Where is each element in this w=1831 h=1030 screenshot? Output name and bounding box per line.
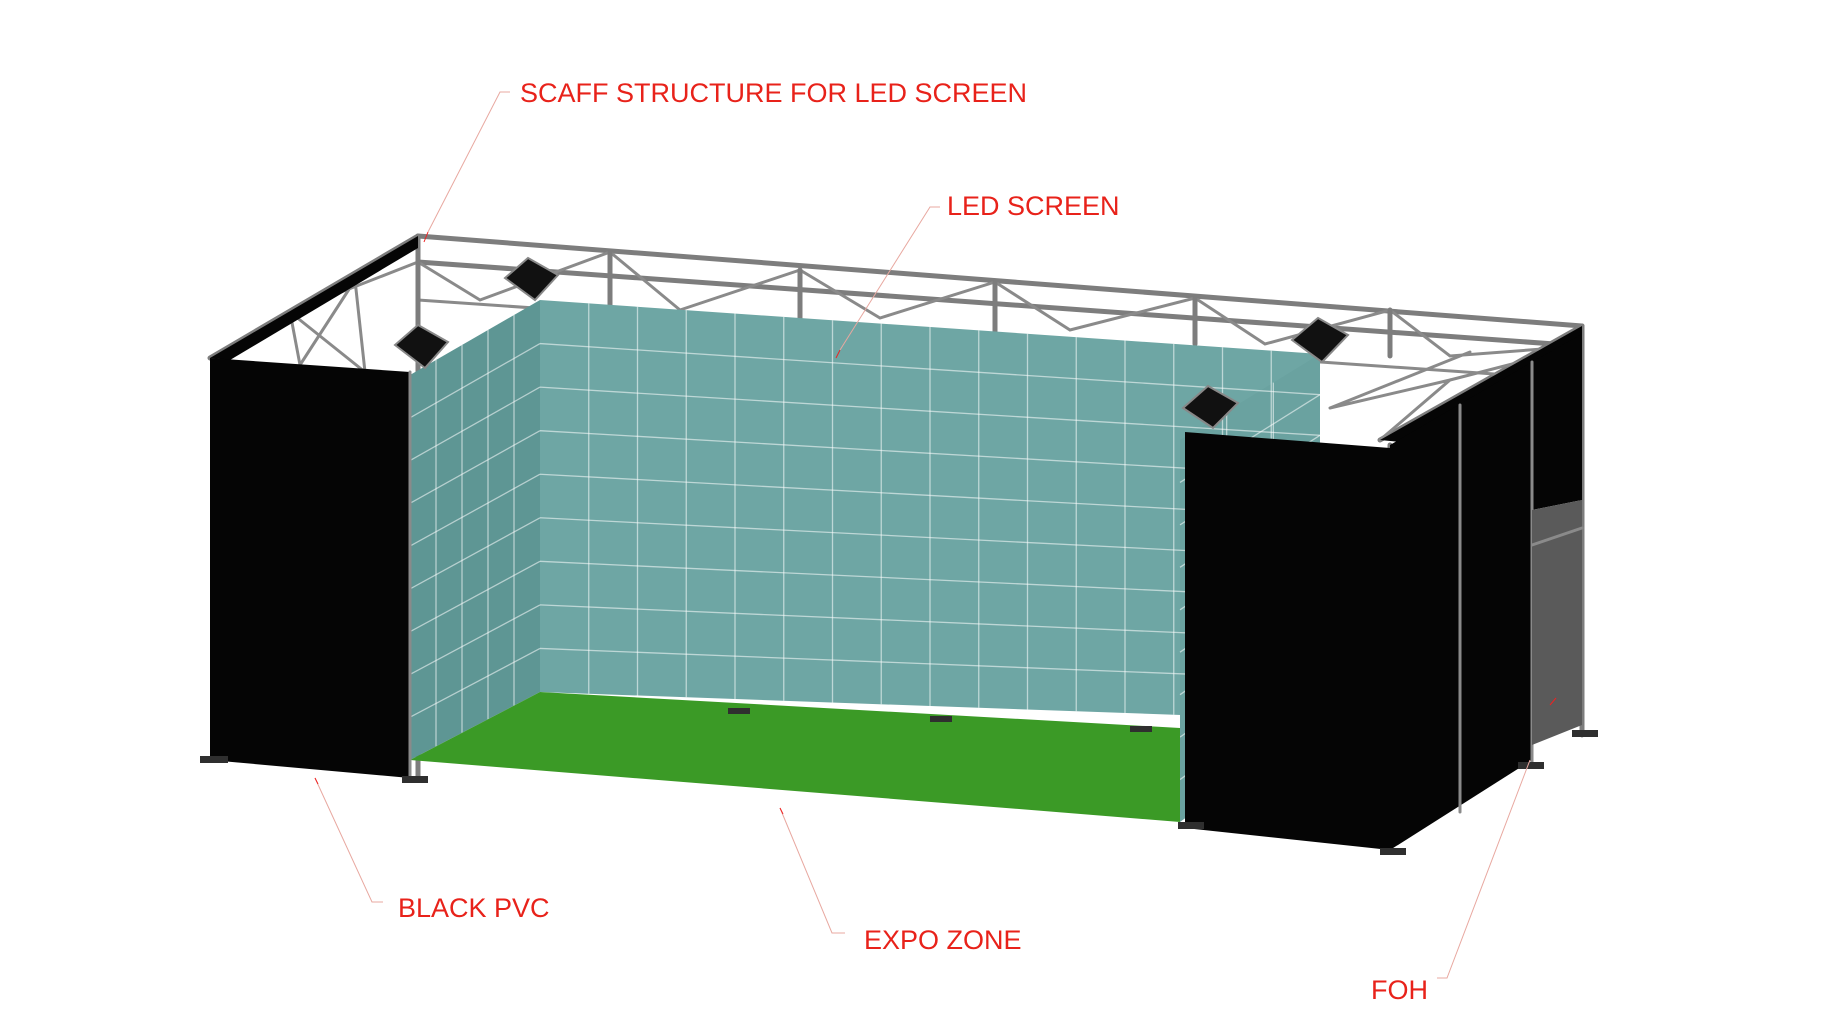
square-lamp-icon bbox=[1290, 316, 1350, 364]
label-led-screen: LED SCREEN bbox=[947, 191, 1120, 221]
square-lamp-icon bbox=[503, 256, 560, 302]
led-tile-seam bbox=[409, 517, 541, 590]
led-tile-seam bbox=[409, 342, 541, 419]
led-tile-seam bbox=[539, 342, 1321, 396]
black-pvc-left bbox=[210, 358, 412, 782]
square-lamp-icon bbox=[1181, 384, 1240, 430]
base-plate-icon bbox=[1518, 762, 1544, 769]
base-plate-icon bbox=[930, 716, 952, 722]
base-plate-icon bbox=[1380, 848, 1406, 855]
light-fixtures bbox=[393, 256, 1350, 430]
label-black-pvc: BLACK PVC bbox=[398, 893, 550, 923]
square-lamp-icon bbox=[393, 323, 450, 370]
led-tile-seam bbox=[409, 647, 541, 718]
base-plate-icon bbox=[1572, 730, 1598, 737]
base-plate-icon bbox=[1178, 822, 1204, 829]
led-tile-seam bbox=[539, 386, 1321, 436]
base-plate-icon bbox=[1130, 726, 1152, 732]
foh-panel bbox=[1530, 500, 1584, 745]
black-pvc-top-right bbox=[1380, 326, 1582, 442]
led-tile-seam bbox=[409, 430, 541, 504]
expo-zone-floor bbox=[410, 692, 1180, 822]
base-plate-icon bbox=[402, 776, 428, 783]
label-scaff-structure: SCAFF STRUCTURE FOR LED SCREEN bbox=[520, 78, 1027, 108]
leader-lines bbox=[314, 91, 1557, 979]
led-tile-seam bbox=[409, 560, 541, 633]
base-plates bbox=[200, 708, 1598, 855]
led-tile-seam bbox=[409, 604, 541, 676]
base-plate-icon bbox=[200, 756, 228, 763]
label-expo-zone: EXPO ZONE bbox=[864, 925, 1022, 955]
black-pvc-top-left bbox=[210, 236, 418, 360]
black-pvc-right bbox=[1185, 334, 1582, 850]
led-tile-seam bbox=[409, 386, 541, 462]
led-tile-seam bbox=[409, 473, 541, 547]
label-foh: FOH bbox=[1371, 975, 1428, 1005]
led-screen-side bbox=[410, 300, 540, 760]
base-plate-icon bbox=[728, 708, 750, 714]
